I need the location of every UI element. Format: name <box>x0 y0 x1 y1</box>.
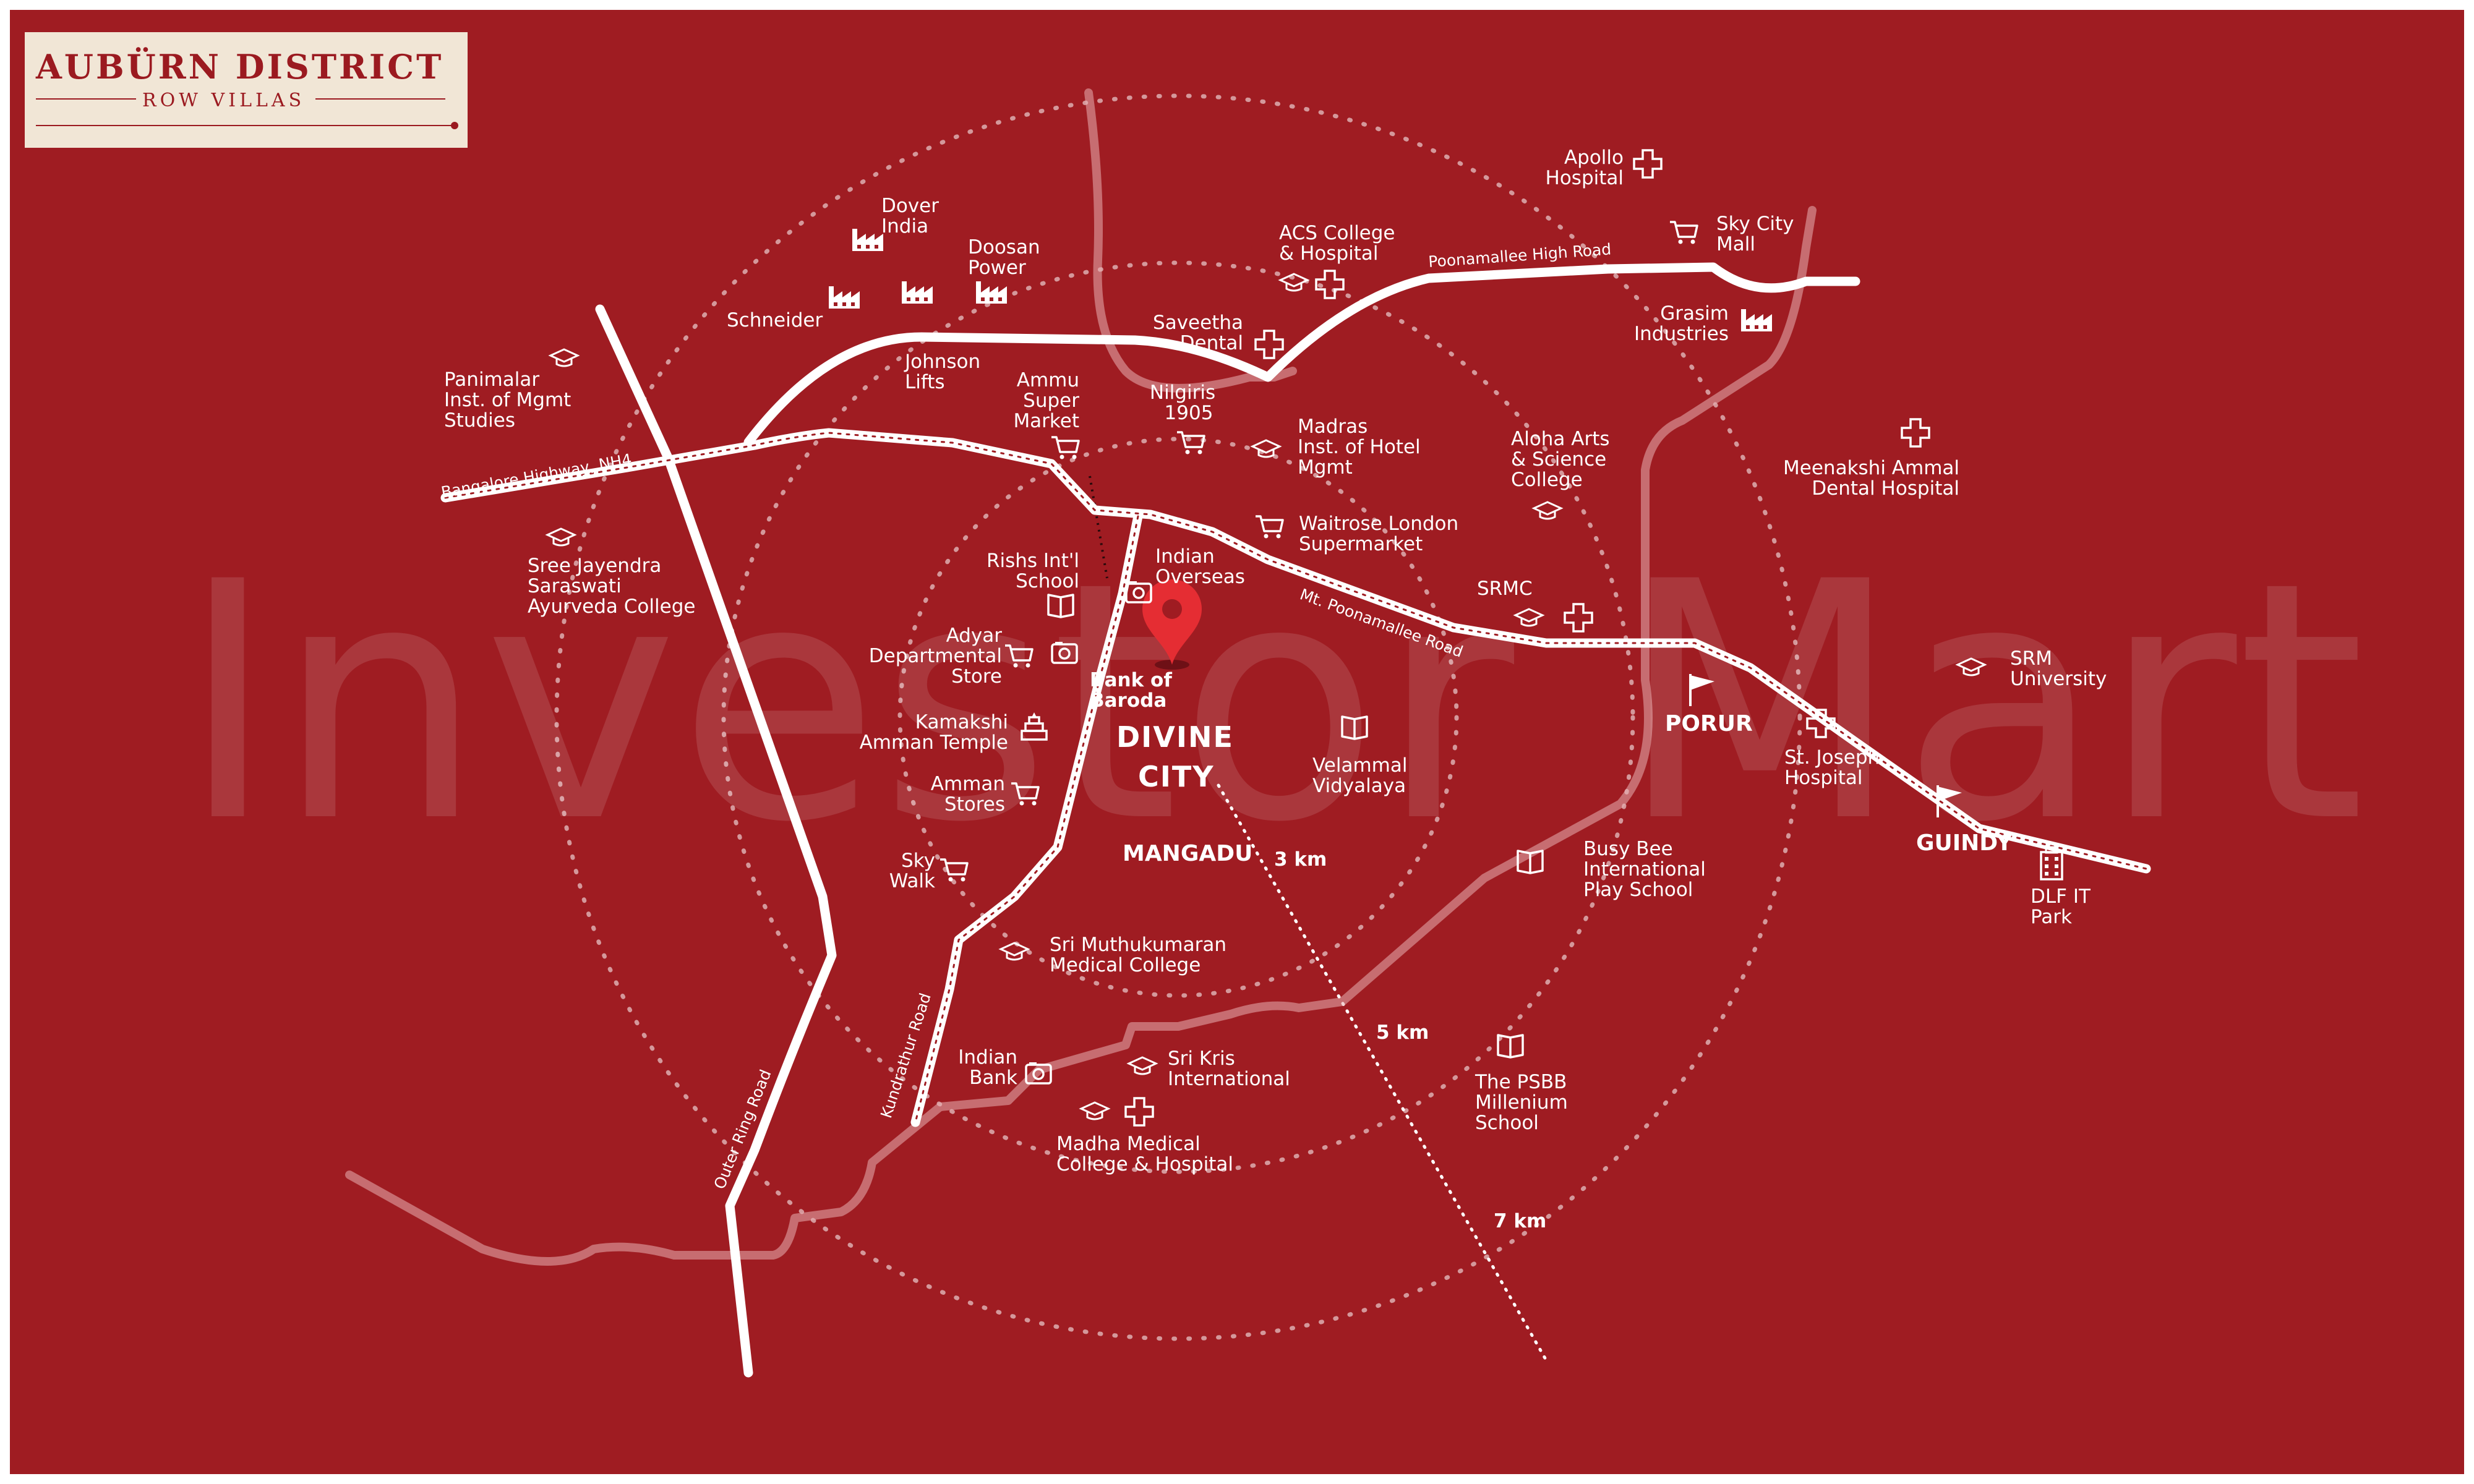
dover-line1: Dover <box>881 195 939 217</box>
ring-3km <box>897 437 1459 998</box>
ring-label-5km: 5 km <box>1376 1021 1429 1044</box>
svg-text:AUBÜRN DISTRICT: AUBÜRN DISTRICT <box>35 46 443 87</box>
distance-rings <box>554 93 1802 1341</box>
location-pin-icon <box>1142 579 1202 670</box>
road-dashes <box>444 432 2147 1124</box>
rail-north <box>1084 88 1297 393</box>
center-area: MANGADU <box>1123 841 1252 866</box>
radius-line <box>1217 783 1548 1362</box>
rail-lines <box>345 88 1817 1266</box>
svg-text:ROW VILLAS: ROW VILLAS <box>142 90 305 111</box>
center-title-line1: DIVINE <box>1116 720 1234 754</box>
svg-text:ACS College& Hospital: ACS College& Hospital <box>1279 222 1395 265</box>
center-title-line2: CITY <box>1138 760 1215 793</box>
watermark: Investor Mart <box>179 512 2365 893</box>
ring-7km <box>554 93 1802 1341</box>
road-outer-ring <box>595 304 837 1378</box>
landmark-acs: ACS College& Hospital <box>1279 222 1395 299</box>
ring-label-3km: 3 km <box>1274 848 1327 871</box>
place-guindy: GUINDY <box>1916 830 2013 856</box>
svg-text:SRMC: SRMC <box>1477 578 1533 600</box>
rail-west <box>345 206 1817 1266</box>
landmark-srmc: SRMC <box>1477 578 1593 633</box>
place-porur: PORUR <box>1665 711 1753 736</box>
map-background <box>10 10 2464 1474</box>
ring-label-7km: 7 km <box>1494 1210 1546 1232</box>
ring-5km <box>721 260 1635 1174</box>
dover-line2: India <box>881 215 928 237</box>
brand-logo: AUBÜRN DISTRICT ROW VILLAS <box>25 32 468 148</box>
landmark-schneider: Schneider <box>727 286 860 331</box>
road-poonamallee-high <box>743 262 1860 447</box>
svg-text:Schneider: Schneider <box>727 309 823 331</box>
